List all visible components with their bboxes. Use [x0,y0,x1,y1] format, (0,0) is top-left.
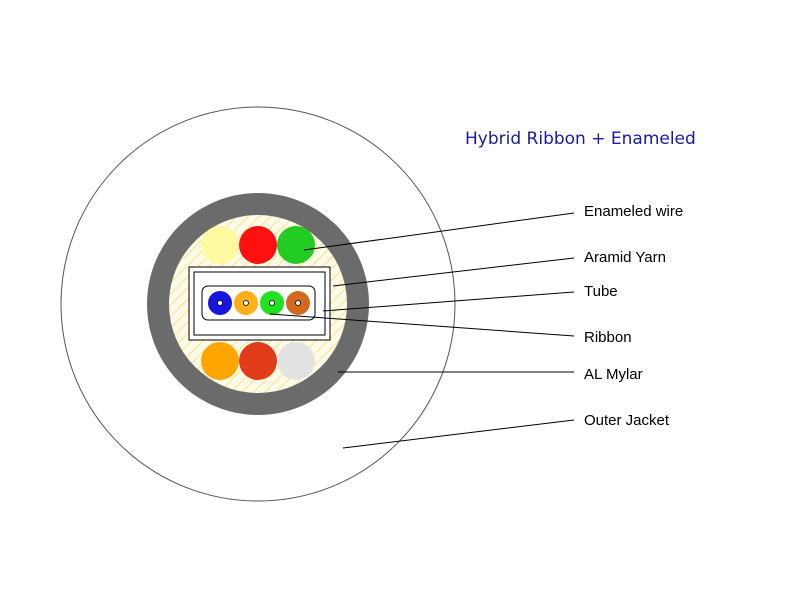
ribbon-fiber-core-3 [269,300,275,306]
ribbon-fiber-core-1 [217,300,223,306]
enameled-wires-top [201,226,315,264]
label-ribbon: Ribbon [584,329,632,346]
label-outer-jacket: Outer Jacket [584,412,670,429]
enameled-wires-bottom [201,342,315,380]
enameled-bottom-wire-3 [277,342,315,380]
ribbon-fibers [208,291,310,315]
ribbon [201,285,316,321]
label-aramid-yarn: Aramid Yarn [584,249,666,266]
leader-enameled-wire [303,212,575,251]
enameled-top-wire-2 [239,226,277,264]
leader-ribbon [269,313,575,337]
label-tube: Tube [584,283,618,300]
leader-aramid-yarn [332,257,575,287]
enameled-top-wire-3 [277,226,315,264]
ribbon-fiber-core-2 [243,300,249,306]
enameled-bottom-wire-2 [239,342,277,380]
enameled-top-wire-1 [201,226,239,264]
ribbon-fiber-core-4 [295,300,301,306]
diagram-title: Hybrid Ribbon + Enameled [465,129,696,149]
enameled-bottom-wire-1 [201,342,239,380]
leader-lines [269,212,575,449]
leader-tube [322,291,575,312]
label-enameled-wire: Enameled wire [584,203,683,220]
label-al-mylar: AL Mylar [584,366,643,383]
leader-outer-jacket [342,419,575,449]
